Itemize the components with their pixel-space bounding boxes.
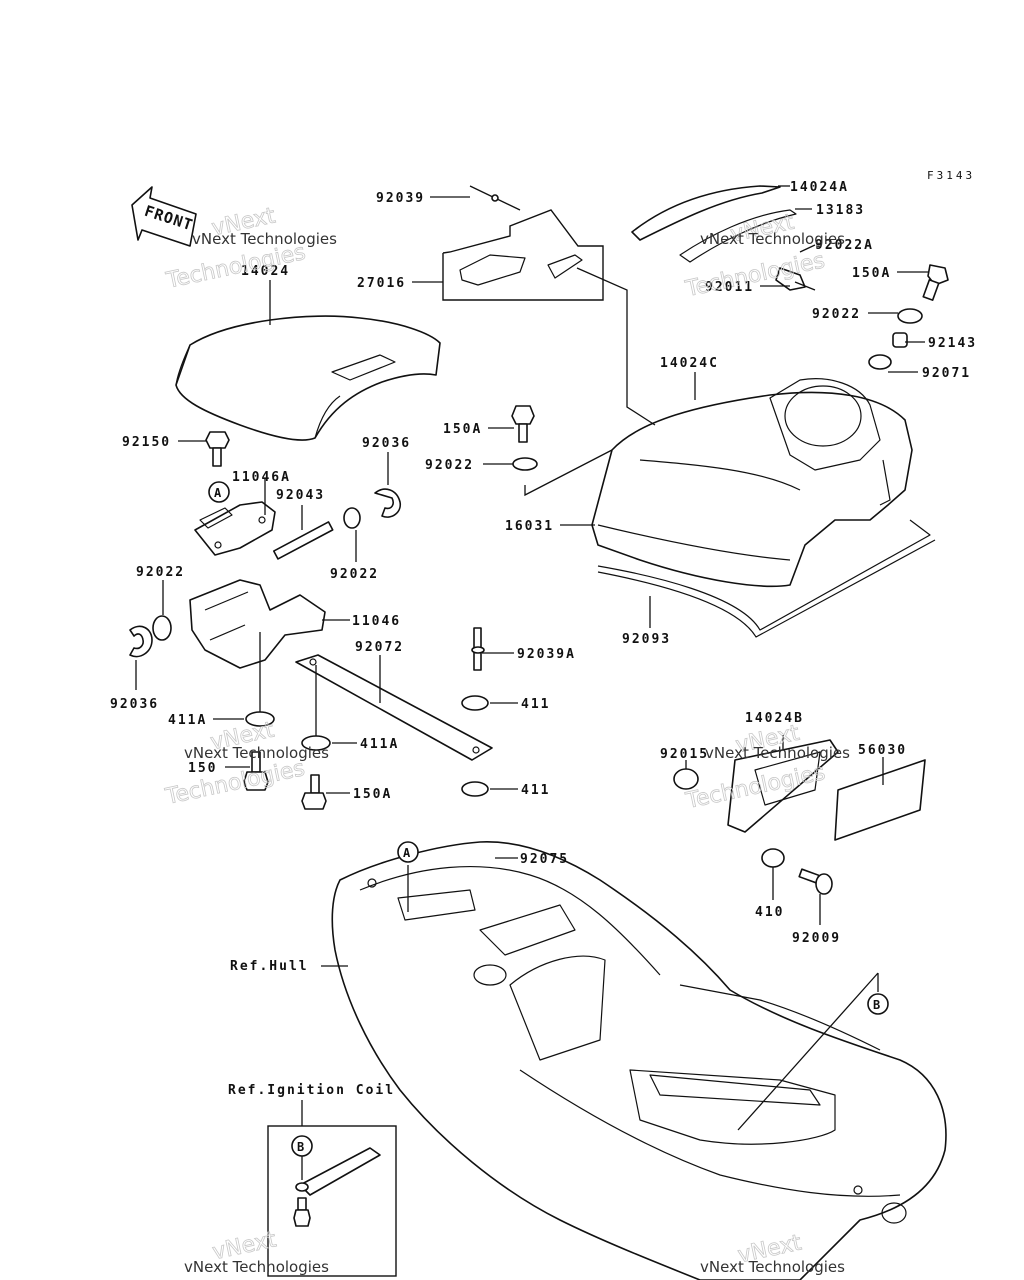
label-14024C: 14024C	[660, 356, 719, 371]
label-92022A: 92022A	[815, 238, 874, 253]
label-ref-hull: Ref.Hull	[230, 959, 309, 974]
label-150A-mid: 150A	[443, 422, 482, 437]
pin-92039A	[471, 627, 485, 671]
watermark-text-3: vNext Technologies	[184, 744, 329, 762]
svg-text:B: B	[873, 998, 880, 1012]
label-92039A: 92039A	[517, 647, 576, 662]
watermark-text-4: vNext Technologies	[705, 744, 850, 762]
label-411-1: 411	[521, 697, 550, 712]
svg-text:Technologies: Technologies	[683, 248, 827, 302]
washer-410	[761, 848, 785, 868]
label-150A-bot: 150A	[353, 787, 392, 802]
label-92036-bot: 92036	[110, 697, 159, 712]
label-92015: 92015	[660, 747, 709, 762]
label-92075: 92075	[520, 852, 569, 867]
callout-a-hull: A	[397, 841, 419, 863]
watermark-text-1: vNext Technologies	[192, 230, 337, 248]
plate-14024B	[727, 739, 839, 833]
strap-92072	[295, 654, 493, 761]
front-arrow-icon: FRONT	[131, 186, 197, 247]
label-92043: 92043	[276, 488, 325, 503]
label-92009: 92009	[792, 931, 841, 946]
label-14024B: 14024B	[745, 711, 804, 726]
label-92072: 92072	[355, 640, 404, 655]
washer-92022-mid	[512, 457, 538, 471]
label-410: 410	[755, 905, 784, 920]
callout-a-bracket: A	[208, 481, 230, 503]
pin-part	[469, 185, 521, 211]
label-11046A: 11046A	[232, 470, 291, 485]
label-92022-top: 92022	[812, 307, 861, 322]
hull-part	[331, 841, 947, 1280]
callout-b-ignition: B	[291, 1135, 313, 1157]
bolt-150	[243, 751, 269, 791]
label-ref-ignition-coil: Ref.Ignition Coil	[228, 1083, 395, 1098]
label-92022-l2: 92022	[330, 567, 379, 582]
bolt-150A-bot	[301, 774, 327, 810]
label-92022-mid: 92022	[425, 458, 474, 473]
washer-411-1	[461, 695, 489, 711]
label-92071: 92071	[922, 366, 971, 381]
watermark-text-5: vNext Technologies	[184, 1258, 329, 1276]
figure-code: F3143	[927, 169, 975, 182]
center-hood-part	[591, 378, 913, 588]
bolt-150A-top	[922, 264, 949, 301]
label-14024A: 14024A	[790, 180, 849, 195]
grommet-92015	[673, 768, 699, 790]
seat-cover-part	[175, 315, 441, 441]
bracket-11046A	[194, 501, 276, 556]
strap-13183	[679, 209, 797, 263]
washer-92022-l2	[343, 507, 361, 529]
svg-text:Technologies: Technologies	[163, 756, 307, 810]
leader-lines	[135, 185, 928, 1180]
label-56030: 56030	[858, 743, 907, 758]
label-411A-2: 411A	[360, 737, 399, 752]
label-92036-top: 92036	[362, 436, 411, 451]
bolt-92150	[205, 431, 230, 467]
bolt-150A-mid	[511, 405, 535, 443]
label-92093: 92093	[622, 632, 671, 647]
grommet-92071	[868, 354, 892, 370]
watermark-text-6: vNext Technologies	[700, 1258, 845, 1276]
svg-text:Technologies: Technologies	[163, 240, 307, 294]
svg-text:A: A	[403, 846, 411, 860]
pad-kit-box	[442, 209, 604, 301]
screw-92009	[798, 868, 833, 895]
bracket-11046	[189, 579, 326, 669]
watermark-text-2: vNext Technologies	[700, 230, 845, 248]
label-14024: 14024	[241, 264, 290, 279]
shaft-92043	[272, 521, 334, 560]
bolt-92011	[775, 267, 816, 291]
svg-text:B: B	[297, 1140, 304, 1154]
washer-411-2	[461, 781, 489, 797]
label-11046: 11046	[352, 614, 401, 629]
label-92011: 92011	[705, 280, 754, 295]
callout-b-hull: B	[867, 993, 889, 1015]
clip-92036-top	[374, 488, 402, 518]
washer-92022-l1	[152, 615, 172, 641]
label-27016: 27016	[357, 276, 406, 291]
plate-56030	[834, 759, 926, 841]
label-16031: 16031	[505, 519, 554, 534]
clip-92036-bot	[129, 625, 153, 658]
label-411-2: 411	[521, 783, 550, 798]
nut-92143	[892, 332, 908, 348]
label-150A-top: 150A	[852, 266, 891, 281]
gasket-92093	[597, 519, 931, 631]
ignition-coil-box	[267, 1125, 397, 1277]
label-411A-1: 411A	[168, 713, 207, 728]
strap-14024A	[631, 185, 781, 241]
label-150: 150	[188, 761, 217, 776]
label-92039: 92039	[376, 191, 425, 206]
label-92150: 92150	[122, 435, 171, 450]
label-92022-l1: 92022	[136, 565, 185, 580]
svg-text:A: A	[214, 486, 222, 500]
label-92143: 92143	[928, 336, 977, 351]
washer-92022-top	[897, 308, 923, 324]
label-13183: 13183	[816, 203, 865, 218]
